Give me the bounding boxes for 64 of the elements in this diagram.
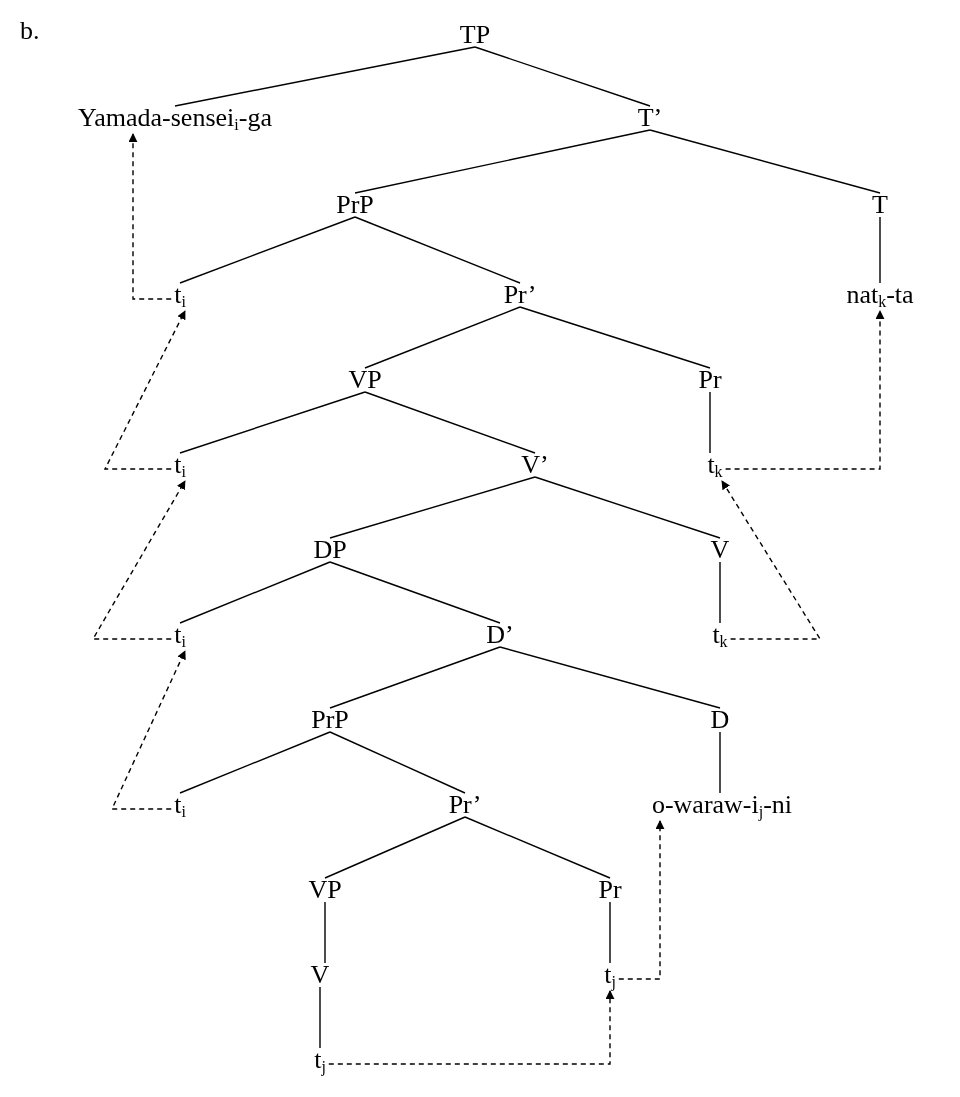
tree-branch-line (649, 129, 881, 194)
tree-node-label: o-waraw-i$_{j}$-ni (650, 791, 794, 819)
tree-node-label: TP (458, 21, 492, 49)
tree-node-label: Pr’ (447, 791, 483, 819)
tree-branch-line (354, 216, 521, 284)
tree-branch-line (364, 391, 536, 454)
tree-node-label: V (309, 961, 331, 989)
tree-node-label: Yamada-sensei$_{i}$-ga (77, 104, 273, 132)
tree-node-label: PrP (310, 706, 350, 734)
tree-node-label: t$_{j}$ (313, 1046, 327, 1074)
movement-arrow (128, 133, 172, 300)
tree-node-label: t$_{i}$ (173, 791, 187, 819)
tree-node-label: DP (312, 536, 348, 564)
tree-branch-line (474, 46, 651, 107)
movement-arrow (721, 480, 822, 640)
tree-node-label: D (709, 706, 731, 734)
tree-node-label: nat$_{k}$-ta (845, 281, 915, 309)
tree-branch-line (719, 561, 721, 624)
tree-branch-line (324, 901, 326, 964)
tree-branch-line (179, 391, 366, 454)
tree-node-label: T’ (636, 104, 664, 132)
movement-arrow (328, 990, 615, 1065)
tree-node-label: t$_{j}$ (603, 961, 617, 989)
tree-branch-line (329, 561, 501, 624)
tree-branch-line (364, 306, 521, 369)
tree-node-label: t$_{i}$ (173, 621, 187, 649)
tree-node-label: V’ (520, 451, 550, 479)
tree-branch-line (319, 986, 321, 1049)
tree-branch-line (179, 561, 331, 624)
tree-branch-line (174, 46, 476, 107)
movement-arrow (91, 480, 186, 640)
tree-branch-line (324, 816, 466, 879)
tree-node-label: Pr’ (502, 281, 538, 309)
tree-node-label: T (871, 191, 889, 219)
movement-arrow (724, 310, 885, 470)
tree-branch-line (179, 216, 356, 284)
tree-branch-line (179, 731, 331, 794)
tree-branch-line (354, 129, 651, 194)
tree-branch-line (709, 391, 711, 454)
tree-branch-line (464, 816, 611, 879)
tree-branch-line (719, 731, 721, 794)
tree-node-label: t$_{k}$ (711, 621, 729, 649)
tree-node-label: Pr (697, 366, 723, 394)
tree-branch-line (609, 901, 611, 964)
tree-node-label: V (709, 536, 731, 564)
tree-node-label: t$_{i}$ (173, 451, 187, 479)
tree-node-label: D’ (485, 621, 515, 649)
tree-node-label: t$_{k}$ (706, 451, 724, 479)
tree-branch-line (329, 646, 501, 709)
tree-branch-line (329, 731, 466, 794)
tree-branch-line (534, 476, 721, 539)
tree-node-label: VP (347, 366, 383, 394)
tree-node-label: Pr (597, 876, 623, 904)
tree-node-label: t$_{i}$ (173, 281, 187, 309)
tree-node-label: VP (307, 876, 343, 904)
tree-branch-line (519, 306, 711, 369)
movement-arrow (618, 820, 665, 980)
tree-branch-line (329, 476, 536, 539)
tree-branch-line (879, 216, 881, 284)
example-letter: b. (20, 16, 40, 46)
tree-node-label: PrP (335, 191, 375, 219)
tree-branch-line (499, 646, 721, 709)
movement-arrow (103, 310, 186, 470)
movement-arrow (110, 650, 186, 810)
